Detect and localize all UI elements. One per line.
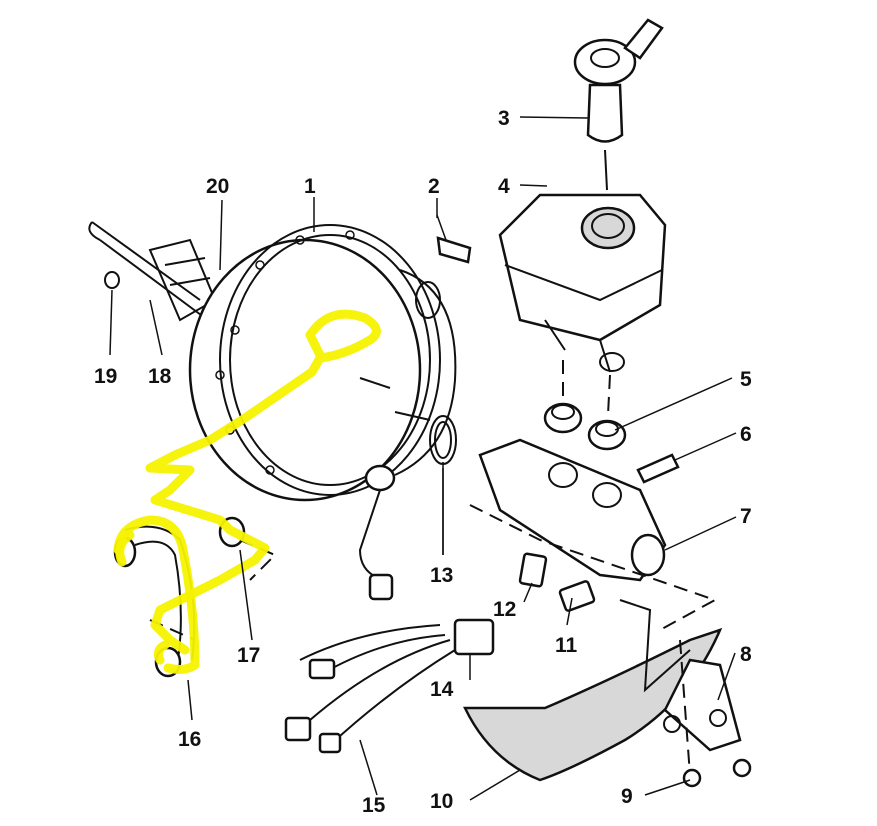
callout-17: 17 bbox=[237, 644, 260, 667]
callout-11: 11 bbox=[555, 634, 578, 657]
callout-numbers: 1 2 3 4 5 6 7 8 9 10 11 12 13 14 15 16 1… bbox=[94, 107, 752, 817]
vacuum-line-highlight bbox=[113, 309, 381, 674]
callout-14: 14 bbox=[430, 678, 454, 701]
callout-9: 9 bbox=[621, 785, 633, 808]
callout-8: 8 bbox=[740, 643, 752, 666]
callout-18: 18 bbox=[148, 365, 172, 388]
callout-16: 16 bbox=[178, 728, 201, 751]
callout-6: 6 bbox=[740, 423, 752, 446]
callout-4: 4 bbox=[498, 175, 510, 198]
reservoir-grommets bbox=[543, 402, 627, 451]
brake-line-fitting bbox=[636, 453, 680, 484]
callout-5: 5 bbox=[740, 368, 752, 391]
callout-15: 15 bbox=[362, 794, 386, 817]
callout-10: 10 bbox=[430, 790, 453, 813]
callout-20: 20 bbox=[206, 175, 229, 198]
callout-7: 7 bbox=[740, 505, 752, 528]
heat-shield bbox=[463, 599, 723, 782]
vacuum-fitting bbox=[436, 214, 472, 264]
fluid-reservoir bbox=[498, 193, 667, 416]
callout-13: 13 bbox=[430, 564, 453, 587]
brake-booster bbox=[188, 224, 457, 502]
leader-lines bbox=[109, 116, 737, 801]
check-valve bbox=[358, 464, 396, 601]
pushrod-assembly bbox=[88, 221, 217, 322]
master-cylinder bbox=[469, 438, 718, 631]
callout-19: 19 bbox=[94, 365, 117, 388]
callout-2: 2 bbox=[428, 175, 440, 198]
reservoir-cap bbox=[573, 18, 664, 191]
mounting-bracket bbox=[663, 639, 752, 788]
callout-12: 12 bbox=[493, 598, 516, 621]
pressure-sensors bbox=[518, 552, 596, 612]
wiring-harness bbox=[284, 618, 495, 754]
callout-3: 3 bbox=[498, 107, 510, 130]
callout-1: 1 bbox=[304, 175, 316, 198]
